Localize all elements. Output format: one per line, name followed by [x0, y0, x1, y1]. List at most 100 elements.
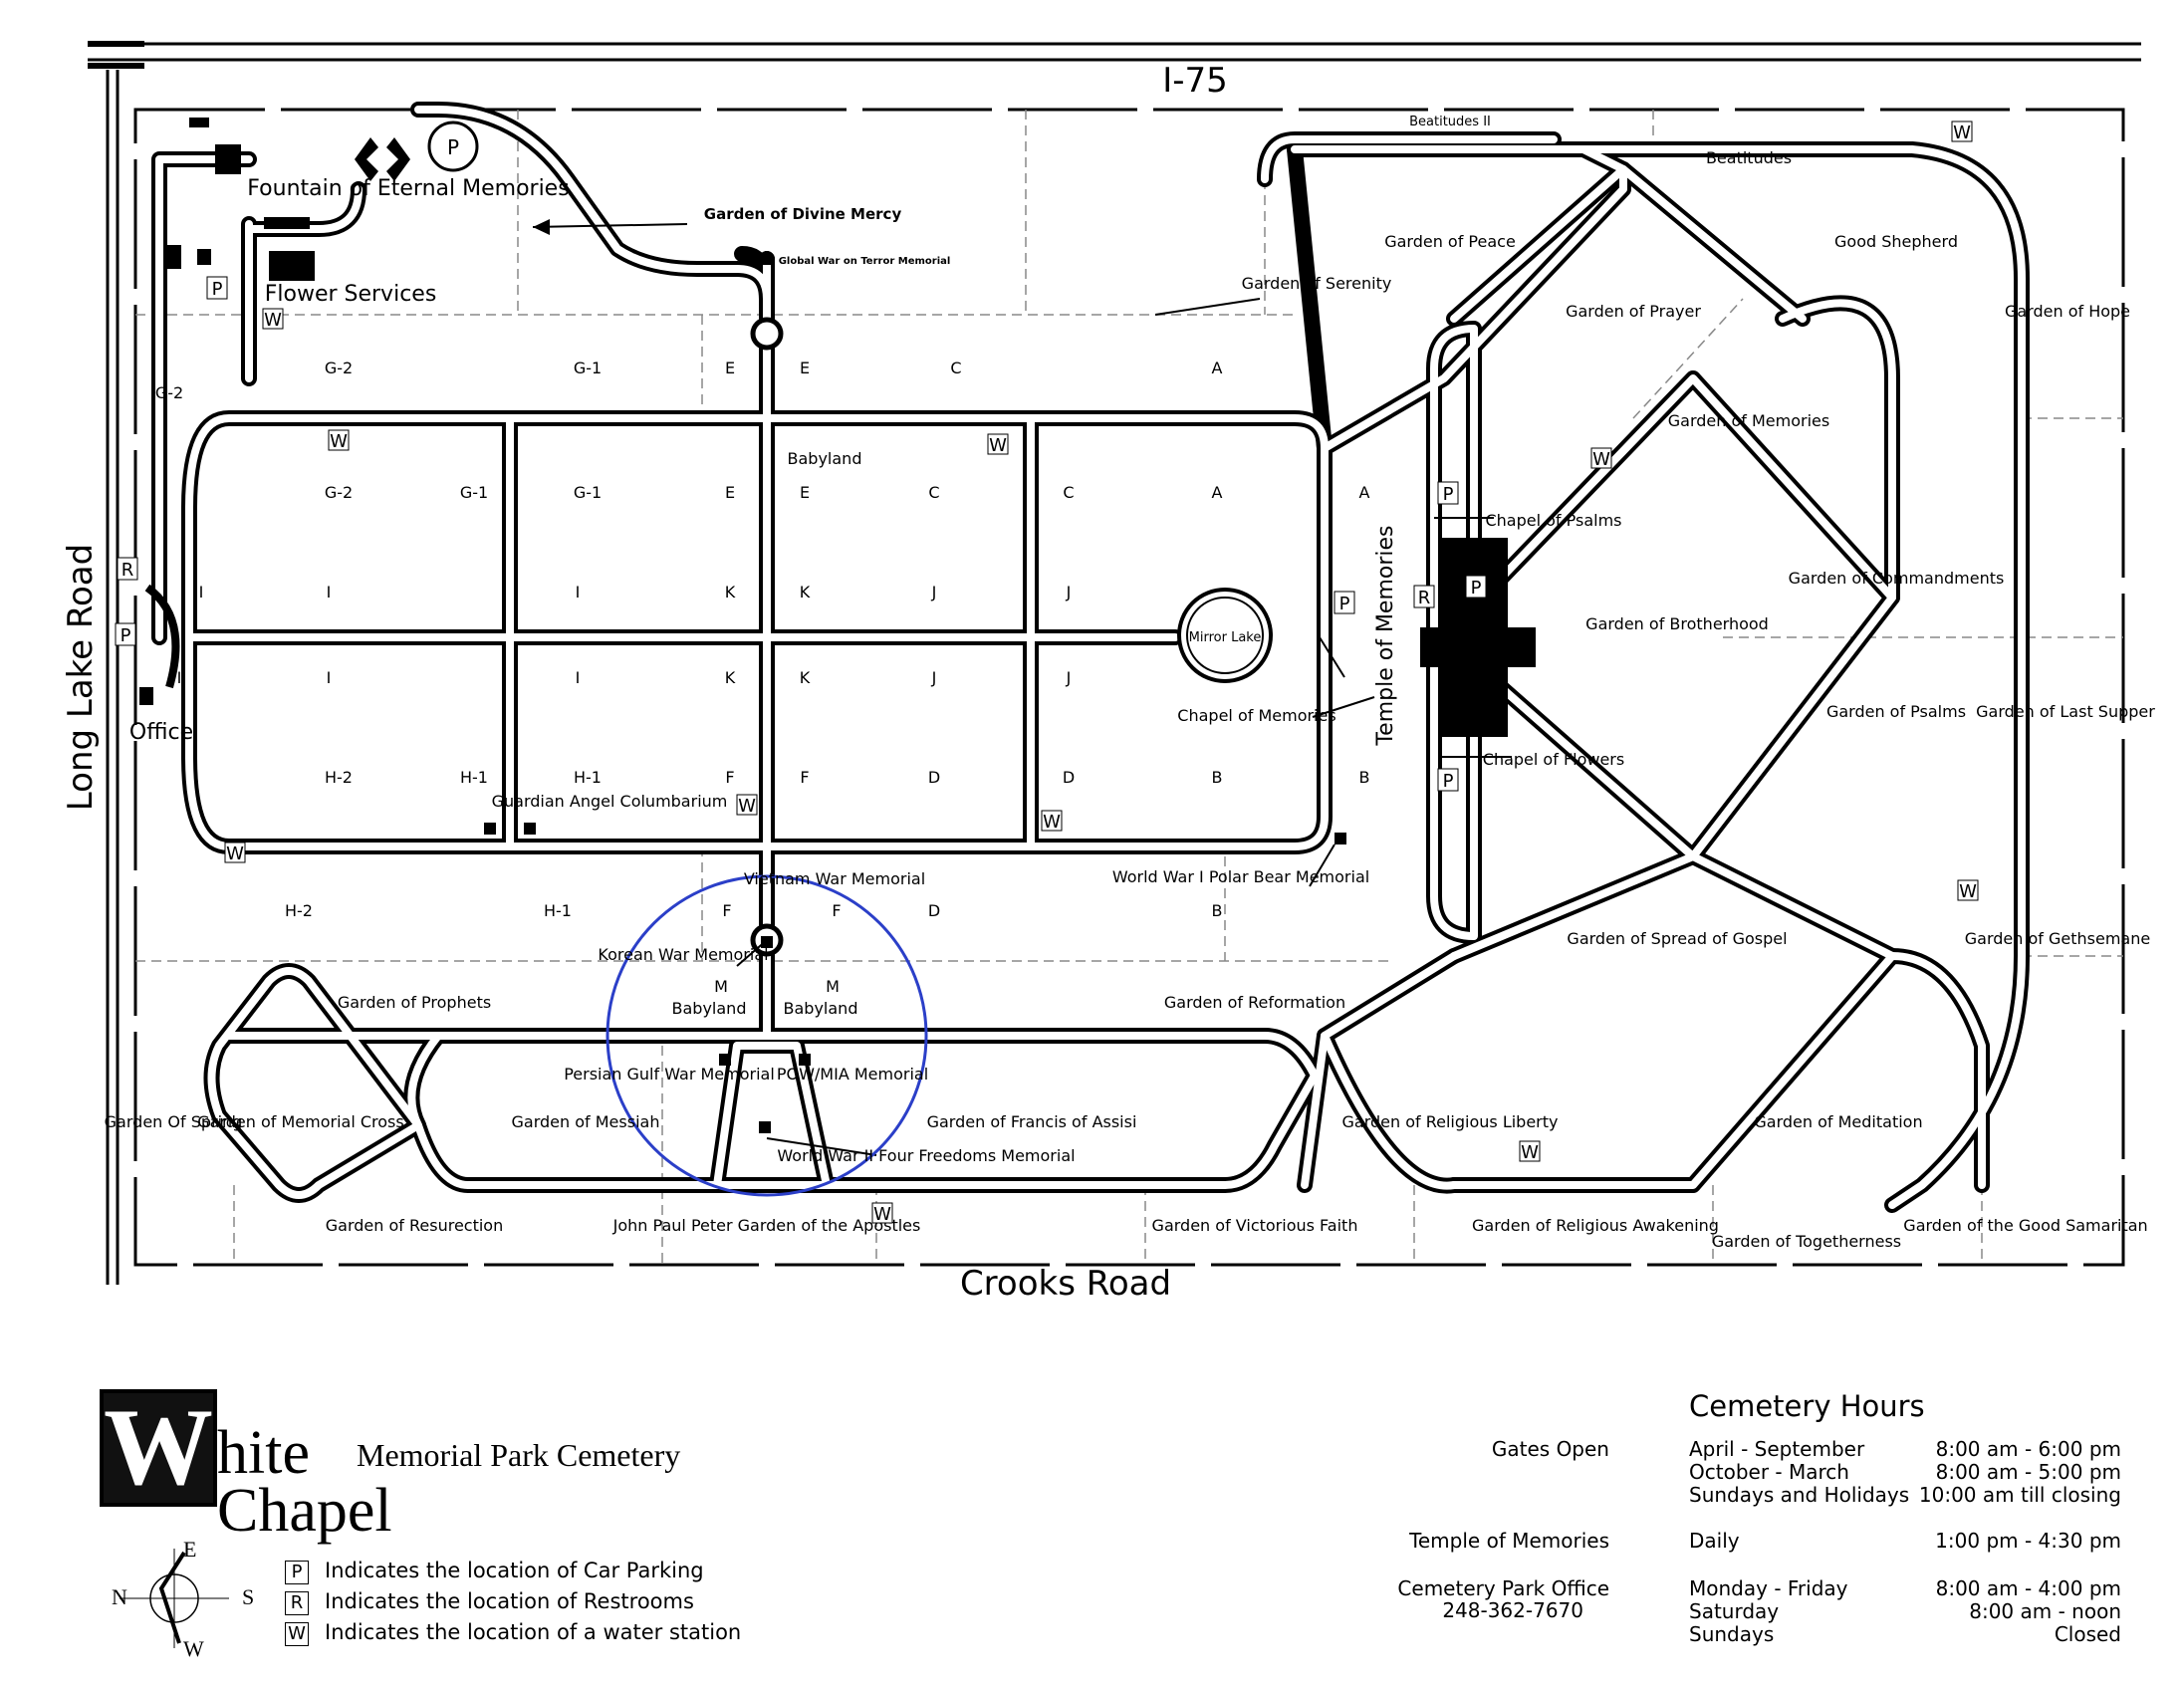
section-label: G-1 — [574, 483, 602, 502]
gates-day: Sundays and Holidays — [1689, 1483, 1910, 1507]
fountain-parking-glyph: P — [447, 135, 459, 159]
svg-text:R: R — [121, 560, 134, 581]
garden-hope: Garden of Hope — [2005, 302, 2130, 321]
legend-parking-text: Indicates the location of Car Parking — [325, 1559, 704, 1582]
garden-peace: Garden of Peace — [1384, 232, 1516, 251]
water-symbol: W — [871, 1202, 893, 1225]
section-label: M — [714, 977, 728, 996]
property-boundary — [133, 108, 2125, 1267]
logo-subtitle: Memorial Park Cemetery — [357, 1437, 681, 1473]
section-label: E — [725, 483, 735, 502]
section-label: E — [725, 359, 735, 377]
garden-babyland-right: Babyland — [784, 999, 858, 1018]
compass-s: S — [242, 1584, 254, 1609]
section-label: J — [1066, 583, 1072, 602]
section-label: I — [327, 668, 332, 687]
label-ww1: World War I Polar Bear Memorial — [1112, 867, 1369, 886]
label-persian: Persian Gulf War Memorial — [564, 1065, 775, 1084]
garden-last-supper: Garden of Last Supper — [1976, 702, 2155, 721]
legend-water-text: Indicates the location of a water statio… — [325, 1620, 742, 1644]
garden-messiah: Garden of Messiah — [512, 1112, 660, 1131]
office-phone: 248-362-7670 — [1442, 1598, 1583, 1622]
garden-francis: Garden of Francis of Assisi — [927, 1112, 1137, 1131]
svg-text:R: R — [1418, 588, 1431, 608]
compass-w: W — [183, 1636, 204, 1658]
office-day: Saturday — [1689, 1599, 1780, 1623]
compass-n: N — [112, 1584, 127, 1609]
garden-babyland-left: Babyland — [672, 999, 747, 1018]
section-label: G-2 — [155, 383, 183, 402]
section-label: K — [725, 583, 736, 602]
svg-text:W: W — [738, 796, 756, 817]
logo-chapel: Chapel — [217, 1477, 392, 1545]
office-day: Sundays — [1689, 1622, 1775, 1646]
label-guardian: Guardian Angel Columbarium — [492, 792, 728, 811]
gates-day: October - March — [1689, 1460, 1849, 1484]
garden-prayer: Garden of Prayer — [1566, 302, 1701, 321]
garden-spring: Garden Of Spring — [105, 1112, 243, 1131]
section-label: I — [576, 583, 581, 602]
garden-samaritan: Garden of the Good Samaritan — [1903, 1216, 2147, 1235]
road-i75: I-75 — [1162, 61, 1228, 101]
section-label: G-2 — [325, 359, 353, 377]
section-label: E — [800, 359, 810, 377]
callout-war-on-terror: Global War on Terror Memorial — [779, 256, 951, 267]
garden-beatitudes2: Beatitudes II — [1409, 115, 1491, 129]
water-symbol: W — [1951, 120, 1973, 143]
water-symbol: W — [1519, 1140, 1541, 1163]
garden-serenity: Garden of Serenity — [1242, 274, 1392, 293]
highway-lines — [88, 41, 2141, 1285]
restroom-symbol: R — [285, 1591, 309, 1615]
section-label: H-1 — [574, 768, 602, 787]
garden-togetherness: Garden of Togetherness — [1712, 1232, 1901, 1251]
section-label: F — [725, 768, 734, 787]
section-label: J — [931, 583, 937, 602]
garden-beatitudes: Beatitudes — [1706, 148, 1792, 167]
gates-time: 8:00 am - 5:00 pm — [1935, 1460, 2121, 1484]
svg-text:P: P — [1443, 771, 1454, 792]
svg-text:W: W — [1953, 122, 1971, 143]
section-label: I — [576, 668, 581, 687]
buildings — [139, 118, 315, 705]
garden-good-shepherd: Good Shepherd — [1834, 232, 1958, 251]
temple-label: Temple of Memories — [1409, 1529, 1609, 1553]
cemetery-map: P — [61, 41, 2155, 1304]
svg-text:W: W — [264, 310, 282, 331]
garden-babyland-top: Babyland — [788, 449, 862, 468]
garden-brotherhood: Garden of Brotherhood — [1585, 614, 1769, 633]
garden-religious-liberty: Garden of Religious Liberty — [1342, 1112, 1559, 1131]
legend-water: W Indicates the location of a water stati… — [285, 1620, 741, 1646]
garden-commandments: Garden of Commandments — [1789, 569, 2005, 588]
svg-text:W: W — [989, 435, 1007, 456]
section-label: H-2 — [325, 768, 353, 787]
water-symbol: W — [262, 308, 284, 331]
section-label: D — [928, 901, 940, 920]
parking-symbol: P — [115, 622, 136, 646]
road-long-lake: Long Lake Road — [61, 544, 101, 811]
callout-divine-mercy: Garden of Divine Mercy — [704, 205, 902, 223]
water-symbol: W — [987, 433, 1009, 456]
diamond-logo-right — [386, 137, 410, 181]
svg-text:W: W — [1521, 1142, 1539, 1163]
callout-lines — [532, 223, 1512, 1156]
section-label: K — [800, 668, 811, 687]
svg-text:W: W — [1959, 881, 1977, 902]
water-symbol: W — [285, 1622, 309, 1646]
divine-mercy-arrow — [533, 219, 550, 235]
road-crooks: Crooks Road — [960, 1264, 1171, 1304]
section-label: D — [1063, 768, 1075, 787]
parking-symbol: P — [285, 1561, 309, 1584]
water-symbol: W — [736, 794, 758, 817]
section-label: K — [725, 668, 736, 687]
section-label: H-1 — [544, 901, 572, 920]
section-label: E — [800, 483, 810, 502]
label-chapel-memories: Chapel of Memories — [1177, 706, 1335, 725]
svg-text:W: W — [226, 844, 244, 864]
label-office: Office — [129, 720, 193, 745]
section-label: G-1 — [460, 483, 488, 502]
label-chapel-flowers: Chapel of Flowers — [1483, 750, 1624, 769]
section-label: C — [928, 483, 939, 502]
svg-text:P: P — [121, 625, 131, 646]
restroom-symbol: R — [117, 557, 138, 581]
